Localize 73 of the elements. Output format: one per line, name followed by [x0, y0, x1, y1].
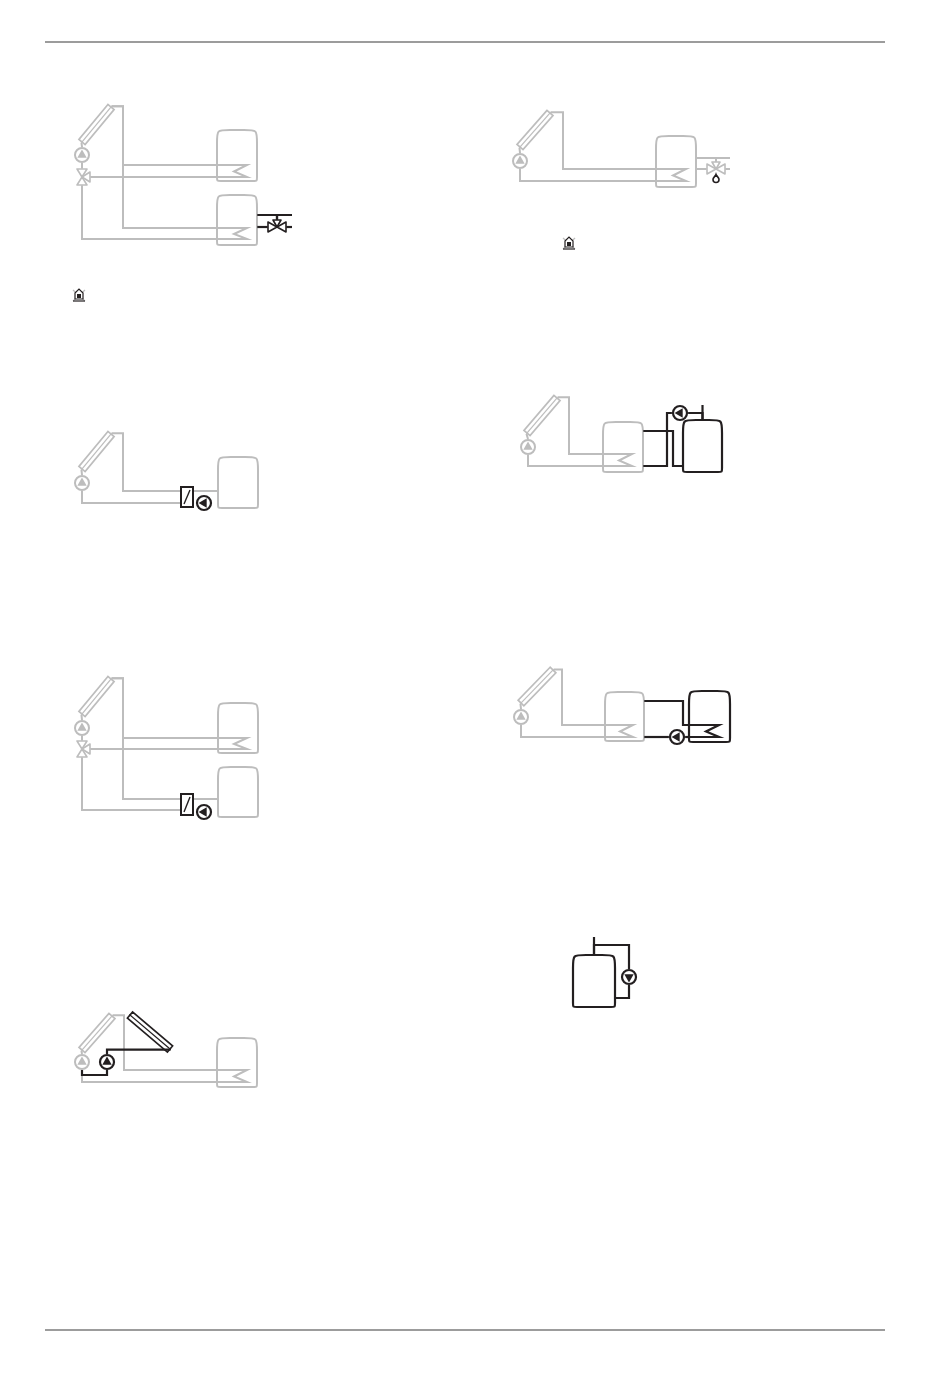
pump-symbol	[74, 147, 90, 163]
pipe	[286, 225, 292, 229]
three-way-valve	[76, 740, 91, 758]
pipe	[105, 1048, 171, 1054]
storage-tank	[217, 456, 259, 509]
pipe	[80, 1070, 109, 1077]
pipe	[701, 405, 704, 420]
pipe	[110, 105, 218, 229]
pipe	[81, 184, 218, 240]
pipe	[685, 735, 689, 739]
pipe	[89, 176, 218, 178]
pipe	[695, 168, 708, 170]
pipe	[110, 432, 181, 492]
pump-symbol	[98, 1053, 116, 1071]
storage-tank	[681, 418, 724, 474]
pipe	[111, 1014, 218, 1071]
pipe	[592, 943, 631, 969]
pipe	[519, 702, 522, 710]
storage-tank	[217, 766, 259, 818]
pump-symbol	[74, 1054, 90, 1070]
storage-tank	[604, 691, 645, 742]
storage-tank	[655, 135, 697, 188]
pipe	[110, 677, 181, 800]
storage-tank	[571, 953, 617, 1009]
pipe	[275, 213, 292, 220]
pipe	[80, 1049, 83, 1055]
pipe	[643, 429, 683, 468]
pipe	[80, 713, 83, 721]
mixing-valve	[267, 219, 287, 233]
pump-symbol	[671, 404, 689, 422]
pipe	[724, 168, 731, 170]
pipe	[556, 396, 604, 455]
pipe	[257, 225, 268, 229]
heat-exchanger	[180, 793, 194, 816]
pipe	[527, 454, 604, 467]
pipe	[80, 141, 83, 148]
pipe	[81, 162, 83, 170]
pipe	[519, 168, 657, 182]
storage-tank	[217, 702, 259, 754]
pipe	[644, 699, 689, 727]
mixing-valve	[706, 161, 726, 175]
pipe	[81, 735, 83, 742]
pipe	[552, 668, 606, 726]
pipe	[193, 798, 219, 800]
storage-tank	[602, 421, 644, 473]
heat-exchanger	[180, 486, 194, 508]
pipe	[81, 490, 181, 504]
storage-tank	[216, 194, 258, 246]
pipe	[615, 985, 631, 1000]
pump-symbol	[195, 494, 213, 512]
pipe	[518, 146, 521, 154]
pipe	[193, 490, 219, 492]
pump-symbol	[74, 720, 90, 736]
storage-tank	[216, 1037, 258, 1088]
pipe	[81, 756, 181, 811]
pipe	[592, 937, 596, 955]
pump-symbol	[668, 728, 686, 746]
pipe	[520, 724, 606, 738]
pipe	[89, 748, 219, 750]
pump-symbol	[512, 153, 528, 169]
three-way-valve	[76, 168, 91, 186]
pump-symbol	[520, 439, 536, 455]
pipe	[525, 432, 529, 440]
pipe	[549, 111, 657, 170]
pump-symbol	[620, 968, 638, 986]
pump-symbol	[195, 803, 213, 821]
pump-symbol	[74, 475, 90, 491]
pipe	[80, 468, 83, 476]
storage-tank	[216, 129, 258, 182]
pipe	[643, 411, 672, 468]
storage-tank	[687, 689, 732, 744]
pipe	[644, 735, 669, 739]
pump-symbol	[513, 709, 529, 725]
